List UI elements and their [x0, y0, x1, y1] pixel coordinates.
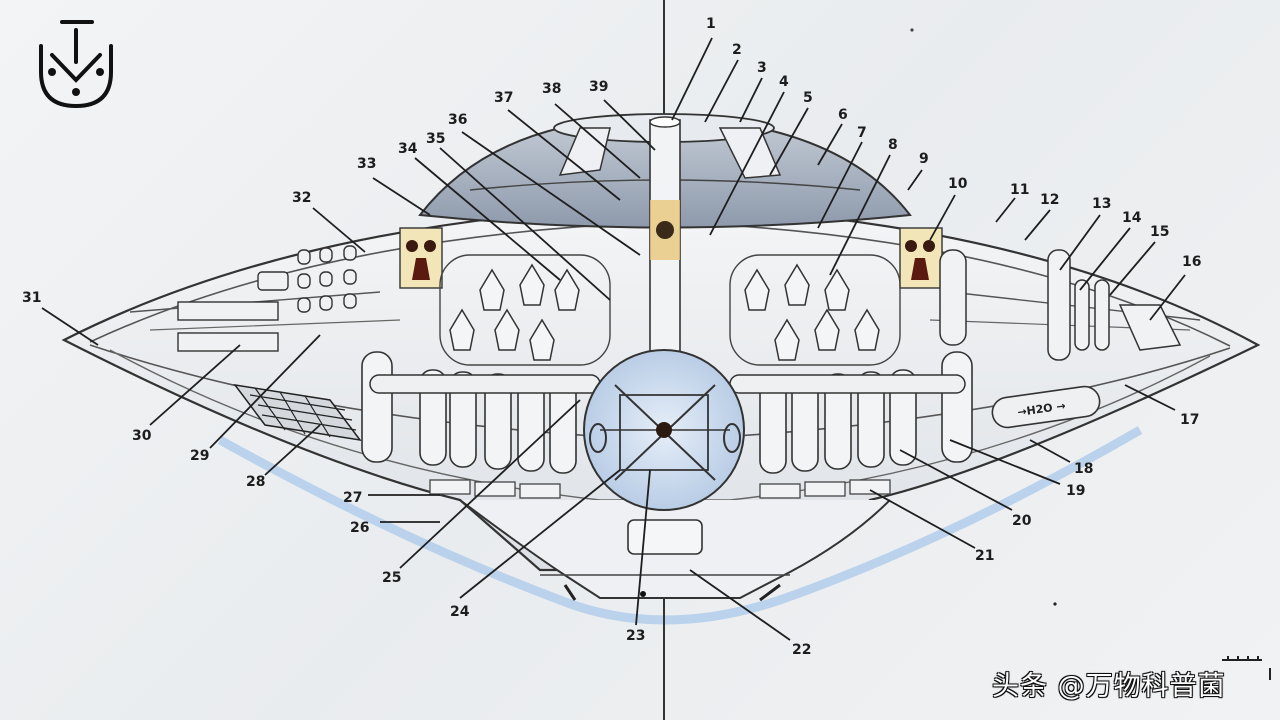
callout-leader-lines [41, 37, 1186, 641]
callout-18: 18 [1074, 461, 1093, 477]
reactor-core [583, 349, 745, 511]
callout-7: 7 [857, 125, 867, 141]
callout-1: 1 [706, 16, 716, 32]
callout-38: 38 [542, 81, 561, 97]
callout-10: 10 [948, 176, 968, 192]
callout-27: 27 [343, 490, 362, 506]
grid-panel [233, 383, 362, 442]
callout-16: 16 [1182, 254, 1201, 270]
callout-17: 17 [1180, 412, 1199, 428]
callout-24: 24 [450, 604, 470, 620]
callout-15: 15 [1150, 224, 1169, 240]
callout-3: 3 [757, 60, 767, 76]
callout-25: 25 [382, 570, 401, 586]
hazard-panel-left [399, 227, 443, 289]
callout-4: 4 [779, 74, 789, 90]
callout-numbers: 1 2 3 4 5 6 7 8 9 10 11 12 13 14 15 16 1… [22, 16, 1201, 658]
callout-23: 23 [626, 628, 645, 644]
callout-14: 14 [1122, 210, 1142, 226]
hazard-panel-right [899, 227, 943, 289]
callout-2: 2 [732, 42, 742, 58]
callout-37: 37 [494, 90, 513, 106]
callout-13: 13 [1092, 196, 1111, 212]
callout-8: 8 [888, 137, 898, 153]
callout-21: 21 [975, 548, 994, 564]
callout-9: 9 [919, 151, 929, 167]
callout-22: 22 [792, 642, 811, 658]
callout-5: 5 [803, 90, 813, 106]
callout-36: 36 [448, 112, 467, 128]
scale-mark [1222, 656, 1271, 680]
callout-29: 29 [190, 448, 209, 464]
watermark-text: 头条 @万物科普菌 [992, 671, 1226, 702]
callout-11: 11 [1010, 182, 1029, 198]
callout-12: 12 [1040, 192, 1059, 208]
callout-19: 19 [1066, 483, 1085, 499]
callout-35: 35 [426, 131, 445, 147]
callout-31: 31 [22, 290, 41, 306]
callout-28: 28 [246, 474, 265, 490]
ummo-symbol-icon [39, 20, 113, 109]
callout-34: 34 [398, 141, 418, 157]
callout-20: 20 [1012, 513, 1032, 529]
callout-33: 33 [357, 156, 376, 172]
callout-39: 39 [589, 79, 608, 95]
callout-6: 6 [838, 107, 848, 123]
h2o-tank: →H2O → [991, 385, 1101, 429]
callout-32: 32 [292, 190, 311, 206]
callout-30: 30 [132, 428, 152, 444]
callout-26: 26 [350, 520, 369, 536]
